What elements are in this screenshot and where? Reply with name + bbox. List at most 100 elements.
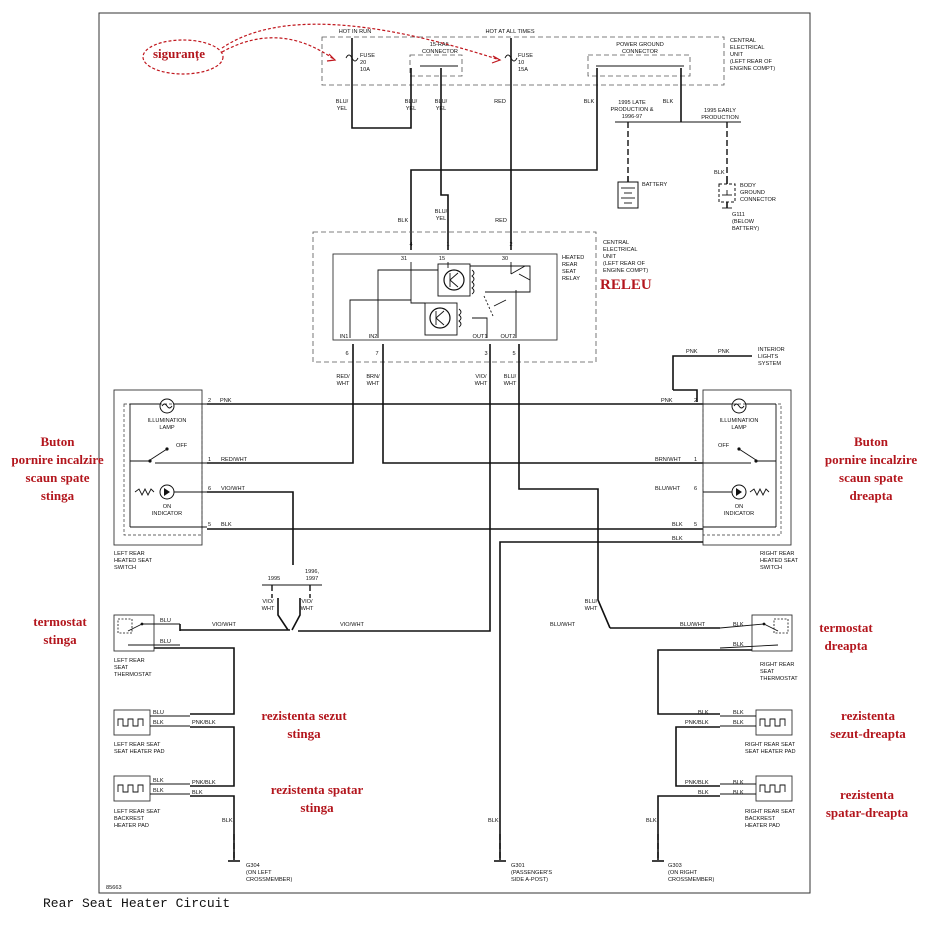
- power-ground-label: POWER GROUND: [616, 42, 664, 48]
- right-thermostat-box: [751, 614, 793, 652]
- heater-pad-icon: [117, 784, 144, 793]
- battery-symbol: [617, 176, 639, 209]
- interior-lights-label: SYSTEM: [758, 361, 781, 367]
- on-indicator-label: ON: [735, 504, 743, 510]
- relay-internals: [349, 262, 531, 338]
- relay-ceu-label: CENTRAL: [603, 240, 629, 246]
- annotation-line: Buton: [854, 434, 888, 449]
- wire-label: YEL: [337, 106, 348, 112]
- on-indicator-icon: [130, 484, 207, 528]
- fuse10-symbol: [504, 54, 518, 62]
- wire-label: BLK: [733, 642, 744, 648]
- wire-pnk-drop: [673, 389, 698, 402]
- relay-pin: 2: [509, 242, 512, 248]
- annotation-line: rezistenta spatar: [270, 782, 364, 797]
- annotation-line: rezistenta: [841, 708, 895, 723]
- relay-pin: 5: [512, 351, 515, 357]
- ground-g304-icon: [228, 834, 240, 862]
- g301-label: G301: [511, 863, 525, 869]
- thermostat-switch-icon: [719, 618, 789, 649]
- wire-label: VIO/: [262, 599, 274, 605]
- right-back-pad-box: [755, 775, 793, 802]
- switch-pin: 2: [208, 398, 211, 404]
- year-label: 1996,: [305, 569, 319, 575]
- relay-name: SEAT: [562, 269, 577, 275]
- early-prod-label: PRODUCTION: [701, 115, 739, 121]
- relay-name: HEATED: [562, 255, 584, 261]
- late-prod-label: 1996-97: [622, 114, 643, 120]
- body-ground-label: GROUND: [740, 190, 765, 196]
- battery-label: BATTERY: [642, 182, 668, 188]
- connector15-label: CONNECTOR: [422, 49, 458, 55]
- ceu-top-label: UNIT: [730, 52, 744, 58]
- wire-label: BLK: [733, 790, 744, 796]
- relay-name: RELAY: [562, 276, 580, 282]
- annotation-line: stinga: [40, 488, 75, 503]
- wire-label: BLU/: [435, 209, 448, 215]
- late-prod-label: 1995 LATE: [618, 100, 646, 106]
- wire-blu-seat-pad: [154, 647, 235, 715]
- releu-annotation: RELEU: [600, 277, 652, 293]
- wire-label: PNK/BLK: [685, 780, 709, 786]
- early-prod-label: 1995 EARLY: [704, 108, 736, 114]
- annotation-line: dreapta: [849, 488, 893, 503]
- relay-pin-name: IN2: [369, 334, 378, 340]
- left-back-pad-name: LEFT REAR SEAT: [114, 809, 161, 815]
- annotation-line: dreapta: [824, 638, 868, 653]
- wire-label: PNK: [661, 398, 673, 404]
- ground-g303-icon: [652, 834, 664, 862]
- fuse10-label: 15A: [518, 67, 528, 73]
- rezistenta-spatar-dreapta-annotation: rezistenta spatar-dreapta: [812, 786, 922, 822]
- switch-pin: 6: [208, 486, 211, 492]
- year-label: 1997: [306, 576, 318, 582]
- connector15-box: [409, 54, 463, 77]
- on-indicator-label: INDICATOR: [724, 511, 754, 517]
- wire-label: WHT: [337, 381, 350, 387]
- wire-label: WHT: [504, 381, 517, 387]
- wire-label: PNK/BLK: [685, 720, 709, 726]
- hot-in-run-label: HOT IN RUN: [339, 29, 372, 35]
- power-ground-label: CONNECTOR: [622, 49, 658, 55]
- termostat-stinga-annotation: termostat stinga: [20, 613, 100, 649]
- wire-label: PNK: [686, 349, 698, 355]
- wire-label: BLK: [698, 790, 709, 796]
- wire-label: BLU/: [585, 599, 598, 605]
- wire-label: BLU/WHT: [550, 622, 576, 628]
- wire-label: BLU/WHT: [680, 622, 706, 628]
- sigurante-arrow-2: [221, 23, 501, 61]
- right-thermostat-name: THERMOSTAT: [760, 676, 798, 682]
- wire-label: RED/WHT: [221, 457, 248, 463]
- right-switch-name: SWITCH: [760, 565, 782, 571]
- g304-label: CROSSMEMBER): [246, 877, 292, 883]
- wire-label: BLK: [733, 622, 744, 628]
- wire-label: WHT: [301, 606, 314, 612]
- annotation-line: termostat: [33, 614, 87, 629]
- wire-label: BLK: [398, 218, 409, 224]
- right-switch-contacts: [703, 403, 777, 527]
- wire-label: BLK: [153, 778, 164, 784]
- illumination-lamp-icon: [731, 398, 747, 414]
- relay-pin-name: OUT1: [473, 334, 488, 340]
- right-seat-pad-name: RIGHT REAR SEAT: [745, 742, 796, 748]
- relay-pin: 3: [484, 351, 487, 357]
- wire-vio-split: [277, 598, 289, 631]
- wire-label: BLK: [153, 788, 164, 794]
- switch-pin: 5: [694, 522, 697, 528]
- relay-pin-name: 15: [439, 256, 445, 262]
- wire-vio-split: [291, 598, 301, 631]
- illum-label: ILLUMINATION: [148, 418, 187, 424]
- wire-label: PNK: [220, 398, 232, 404]
- wire-label: YEL: [436, 216, 447, 222]
- off-label: OFF: [718, 443, 730, 449]
- left-switch-name: LEFT REAR: [114, 551, 145, 557]
- switch-pin: 6: [694, 486, 697, 492]
- wire-label: PNK: [718, 349, 730, 355]
- ceu-top-box: [321, 36, 725, 86]
- body-ground-label: BODY: [740, 183, 756, 189]
- fuse20-label: FUSE: [360, 53, 375, 59]
- wire-label: RED: [495, 218, 507, 224]
- right-back-pad-name: BACKREST: [745, 816, 776, 822]
- late-prod-label: PRODUCTION &: [611, 107, 654, 113]
- on-indicator-label: INDICATOR: [152, 511, 182, 517]
